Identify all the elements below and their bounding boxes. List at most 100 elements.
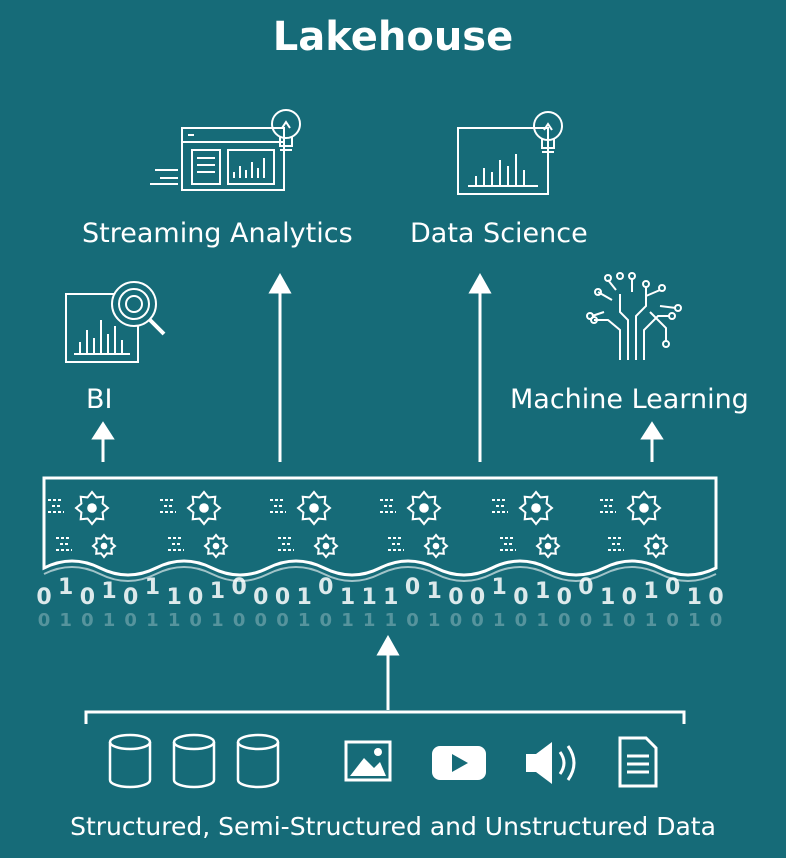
sources-bracket	[84, 710, 686, 724]
gear-icon	[186, 490, 222, 526]
binary-digit-reflection: 1	[363, 610, 376, 631]
binary-digit-reflection: 1	[536, 610, 549, 631]
binary-digit-reflection: 0	[710, 610, 723, 631]
gear-icon	[406, 490, 442, 526]
label-streaming-analytics: Streaming Analytics	[82, 218, 353, 249]
binary-digit: 0	[470, 585, 485, 610]
binary-digit-reflection: 0	[233, 610, 246, 631]
binary-digit: 0	[622, 585, 637, 610]
image-icon	[344, 740, 392, 782]
gear-icon	[643, 533, 669, 559]
binary-digit-reflection: 0	[666, 610, 679, 631]
binary-digit: 1	[687, 585, 702, 610]
binary-digit: 1	[535, 579, 550, 604]
binary-digit: 1	[362, 585, 377, 610]
arrows	[91, 272, 664, 710]
binary-digit-reflection: 0	[558, 610, 571, 631]
binary-digit-reflection: 1	[428, 610, 441, 631]
motion-lines	[168, 537, 184, 551]
binary-digit: 1	[492, 575, 507, 600]
binary-digit: 0	[405, 575, 420, 600]
binary-digit: 1	[101, 579, 116, 604]
streaming-analytics-icon	[150, 109, 301, 191]
gear-icon	[535, 533, 561, 559]
binary-digit-reflection: 0	[81, 610, 94, 631]
gear-icon	[74, 490, 110, 526]
binary-digit: 1	[383, 585, 398, 610]
binary-digit-reflection: 0	[580, 610, 593, 631]
label-data-science: Data Science	[410, 218, 588, 249]
motion-lines	[600, 499, 616, 513]
binary-digit-reflection: 0	[623, 610, 636, 631]
binary-digit: 0	[123, 585, 138, 610]
binary-digit: 1	[145, 575, 160, 600]
binary-digit-reflection: 0	[320, 610, 333, 631]
processing-band	[42, 476, 718, 582]
binary-stream: 0011001100111100110000001100111111001100…	[36, 575, 723, 631]
binary-digit-reflection: 0	[450, 610, 463, 631]
binary-digit: 0	[513, 585, 528, 610]
motion-lines	[160, 499, 176, 513]
bi-icon	[65, 281, 166, 363]
binary-digit: 0	[665, 575, 680, 600]
label-bi: BI	[86, 384, 113, 415]
motion-lines	[56, 537, 72, 551]
binary-digit-reflection: 1	[211, 610, 224, 631]
binary-digit: 1	[166, 585, 181, 610]
binary-digit-reflection: 0	[471, 610, 484, 631]
motion-lines	[278, 537, 294, 551]
binary-digit: 0	[578, 575, 593, 600]
binary-digit-reflection: 1	[103, 610, 116, 631]
motion-lines	[388, 537, 404, 551]
database-icon	[108, 733, 152, 789]
binary-digit: 0	[708, 585, 723, 610]
label-data-sources: Structured, Semi-Structured and Unstruct…	[70, 812, 716, 841]
binary-digit: 0	[448, 585, 463, 610]
binary-digit: 1	[427, 579, 442, 604]
page-title: Lakehouse	[272, 14, 514, 60]
binary-digit-reflection: 0	[406, 610, 419, 631]
document-icon	[618, 736, 658, 788]
binary-digit-reflection: 1	[146, 610, 159, 631]
binary-digit: 0	[188, 585, 203, 610]
gear-icon	[91, 533, 117, 559]
binary-digit: 1	[58, 575, 73, 600]
label-machine-learning: Machine Learning	[510, 384, 749, 415]
video-icon	[432, 746, 486, 780]
binary-digit-reflection: 1	[645, 610, 658, 631]
gear-icon	[626, 490, 662, 526]
binary-digit: 0	[318, 575, 333, 600]
gear-icon	[203, 533, 229, 559]
binary-digit: 0	[557, 585, 572, 610]
motion-lines	[608, 537, 624, 551]
binary-digit: 1	[296, 585, 311, 610]
motion-lines	[380, 499, 396, 513]
binary-digit-reflection: 1	[168, 610, 181, 631]
motion-lines	[48, 499, 64, 513]
binary-digit: 0	[36, 585, 51, 610]
binary-digit-reflection: 1	[493, 610, 506, 631]
gear-icon	[518, 490, 554, 526]
binary-digit-reflection: 0	[276, 610, 289, 631]
binary-digit-reflection: 1	[341, 610, 354, 631]
gear-icon	[296, 490, 332, 526]
binary-digit-reflection: 0	[124, 610, 137, 631]
binary-digit-reflection: 1	[385, 610, 398, 631]
data-science-icon	[457, 111, 563, 195]
binary-digit: 1	[600, 585, 615, 610]
gear-icon	[423, 533, 449, 559]
database-icon	[172, 733, 216, 789]
machine-learning-icon	[586, 272, 682, 360]
binary-digit-reflection: 1	[601, 610, 614, 631]
binary-digit: 1	[210, 579, 225, 604]
binary-digit: 0	[231, 575, 246, 600]
audio-icon	[526, 742, 576, 784]
binary-digit-reflection: 1	[298, 610, 311, 631]
binary-digit: 1	[643, 579, 658, 604]
binary-digit: 1	[340, 585, 355, 610]
database-icon	[236, 733, 280, 789]
motion-lines	[492, 499, 508, 513]
binary-digit-reflection: 0	[189, 610, 202, 631]
